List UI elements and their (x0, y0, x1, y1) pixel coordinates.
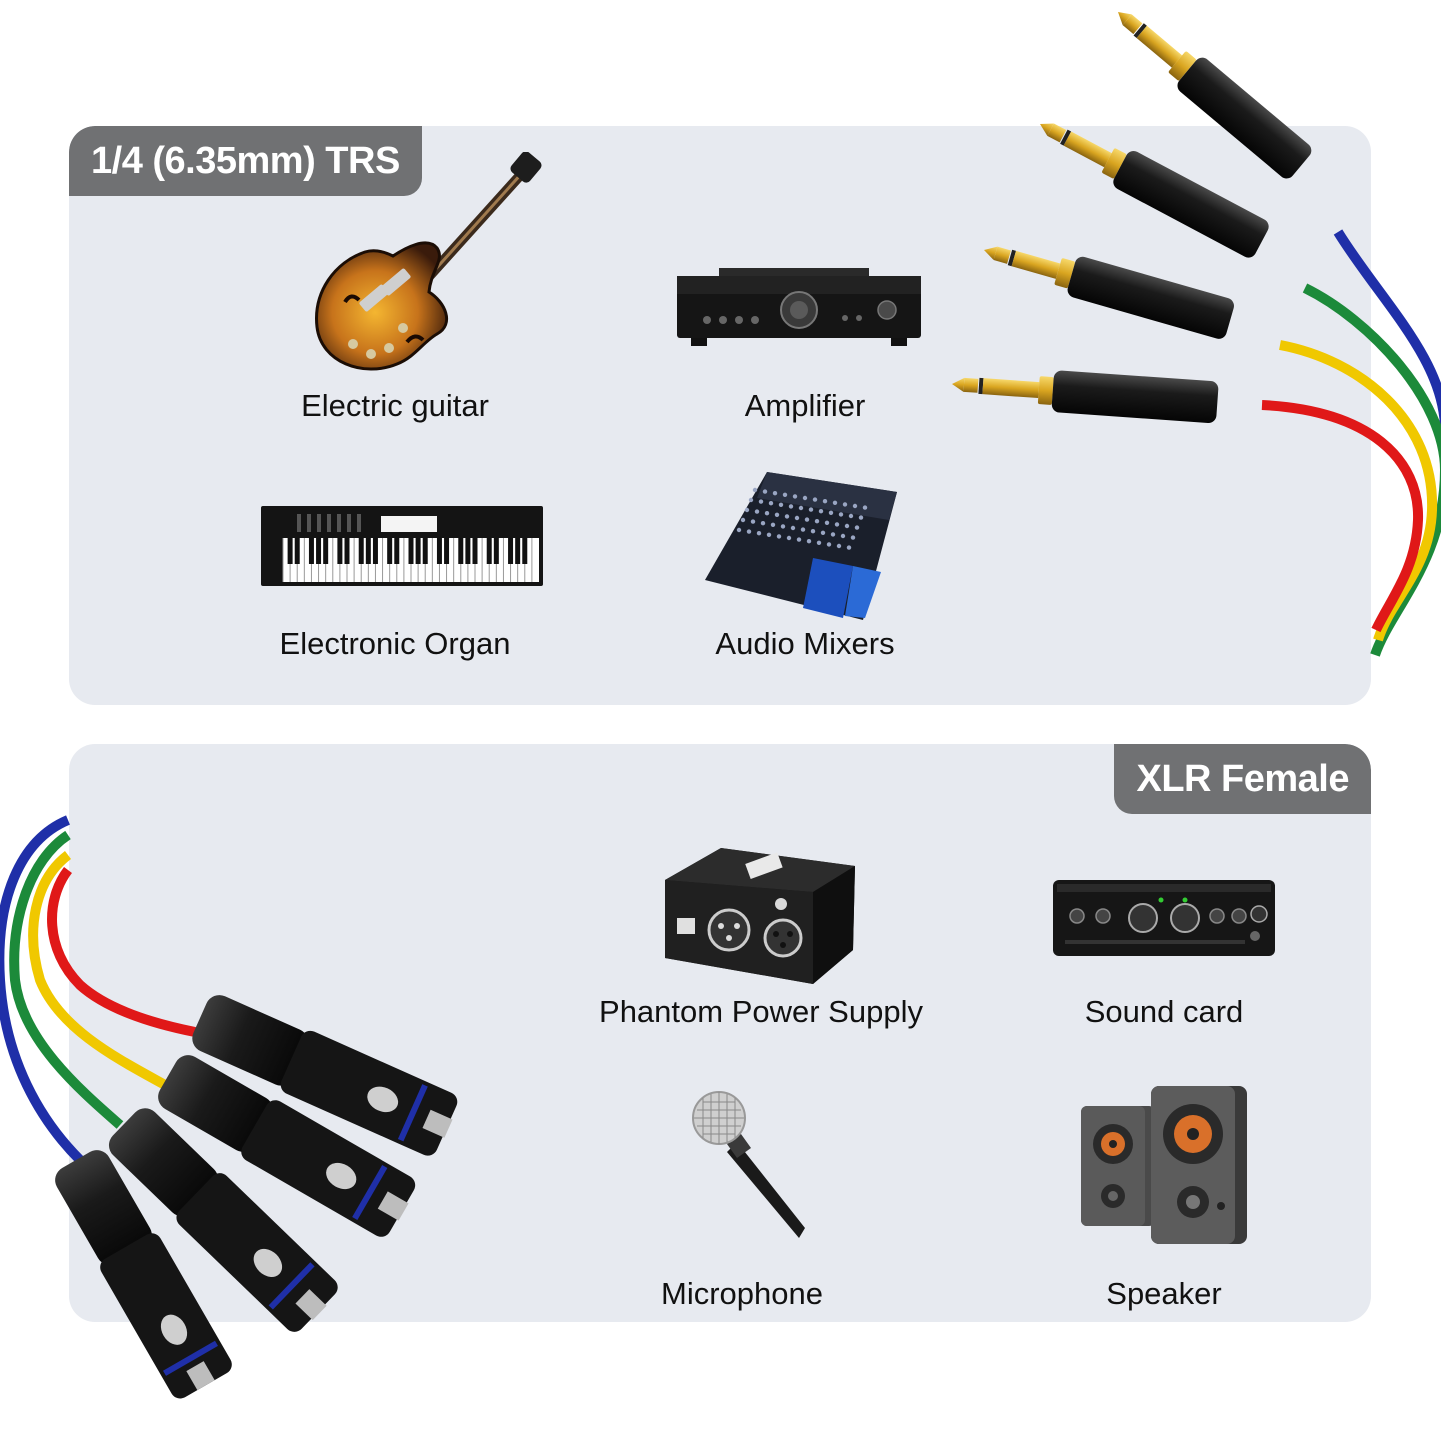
trs-panel: 1/4 (6.35mm) TRS Electric guitar (69, 126, 1371, 705)
speaker-icon (1081, 1086, 1247, 1244)
device-label-phantom-power-supply: Phantom Power Supply (599, 994, 923, 1029)
device-label-amplifier: Amplifier (744, 388, 866, 423)
keyboard-icon (261, 506, 543, 586)
electric-guitar-icon (315, 152, 542, 371)
device-label-microphone: Microphone (661, 1276, 823, 1311)
amplifier-icon (677, 268, 921, 346)
blue-xlr-cable (0, 815, 84, 1164)
xlr-section-title: XLR Female (1114, 744, 1371, 814)
device-label-electric-guitar: Electric guitar (301, 388, 489, 423)
device-label-speaker: Speaker (1106, 1276, 1222, 1311)
device-label-electronic-organ: Electronic Organ (279, 626, 511, 661)
phantom-power-icon (665, 848, 855, 984)
trs-section-title: 1/4 (6.35mm) TRS (69, 126, 422, 196)
mixer-icon (705, 472, 897, 620)
sound-card-icon (1053, 880, 1275, 956)
device-label-sound-card: Sound card (1084, 994, 1244, 1029)
microphone-icon (692, 1091, 805, 1238)
device-label-audio-mixers: Audio Mixers (715, 626, 895, 661)
xlr-panel: XLR Female Phantom Power Supply Sound ca… (69, 744, 1371, 1322)
